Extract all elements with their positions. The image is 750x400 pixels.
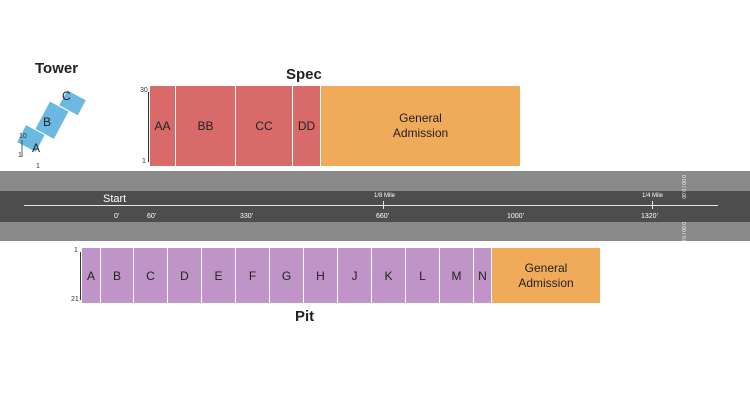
pit-row-top: 1 xyxy=(74,247,78,254)
pit-section-l[interactable]: L xyxy=(406,248,440,303)
track-shoulder-top xyxy=(0,171,750,191)
tower-section-c-label: C xyxy=(62,89,71,103)
tower-diagram xyxy=(15,89,88,157)
spec-section-cc[interactable]: CC xyxy=(236,86,293,166)
pit-section-g[interactable]: G xyxy=(270,248,304,303)
spec-row-bottom: 1 xyxy=(142,158,146,165)
tower-title: Tower xyxy=(35,60,79,77)
spec-section-bb[interactable]: BB xyxy=(176,86,236,166)
distance-330: 330' xyxy=(240,213,254,220)
spec-title: Spec xyxy=(286,66,322,83)
pit-section-m[interactable]: M xyxy=(440,248,474,303)
distance-60: 60' xyxy=(147,213,157,220)
pit-row-axis xyxy=(80,252,81,300)
tower-section-a-label: A xyxy=(32,141,41,155)
eighth-mile-label: 1/8 Mile xyxy=(374,193,396,199)
pit-section-e[interactable]: E xyxy=(202,248,236,303)
pit-section-f[interactable]: F xyxy=(236,248,270,303)
spec-section-dd[interactable]: DD xyxy=(293,86,321,166)
distance-1000: 1000' xyxy=(507,213,524,220)
tower-row-label-bottom: 1 xyxy=(36,163,40,170)
pit-section-d[interactable]: D xyxy=(168,248,202,303)
pit-section-j[interactable]: J xyxy=(338,248,372,303)
spec-general-admission[interactable]: General Admission xyxy=(321,86,520,166)
pit-ga-line2: Admission xyxy=(518,275,574,290)
distance-0: 0' xyxy=(114,213,120,220)
pit-section-a[interactable]: A xyxy=(82,248,101,303)
tower-section-b-label: B xyxy=(43,115,52,129)
spec-row-top: 30 xyxy=(140,87,148,94)
quarter-mile-tick xyxy=(652,201,653,209)
pit-section-n[interactable]: N xyxy=(474,248,492,303)
tower-row-label-top: 10 xyxy=(19,133,27,140)
pit-ga-line1: General xyxy=(524,260,568,275)
pit-section-c[interactable]: C xyxy=(134,248,168,303)
pit-section-h[interactable]: H xyxy=(304,248,338,303)
spec-row-axis xyxy=(148,92,149,162)
quarter-mile-label: 1/4 Mile xyxy=(642,193,664,199)
pit-row-bottom: 21 xyxy=(71,296,79,303)
eighth-mile-tick xyxy=(383,201,384,209)
track-side-label-top: 0.00 / 0.00 xyxy=(680,175,686,199)
distance-1320: 1320' xyxy=(641,213,658,220)
pit-title: Pit xyxy=(295,308,315,325)
spec-section-aa[interactable]: AA xyxy=(150,86,176,166)
track-shoulder-bottom xyxy=(0,222,750,241)
spec-ga-line2: Admission xyxy=(392,126,449,140)
distance-660: 660' xyxy=(376,213,390,220)
spec-ga-line1: General xyxy=(399,111,442,125)
pit-section-b[interactable]: B xyxy=(101,248,134,303)
tower-section-a[interactable] xyxy=(15,123,46,154)
track-side-label-bottom: 0.00 / 0.00 xyxy=(680,222,686,246)
pit-section-k[interactable]: K xyxy=(372,248,406,303)
tower-row-label-mid: 1 xyxy=(18,152,22,159)
track-centerline xyxy=(24,205,718,206)
start-label: Start xyxy=(103,193,127,205)
pit-general-admission[interactable]: General Admission xyxy=(492,248,600,303)
track-surface xyxy=(0,191,750,222)
